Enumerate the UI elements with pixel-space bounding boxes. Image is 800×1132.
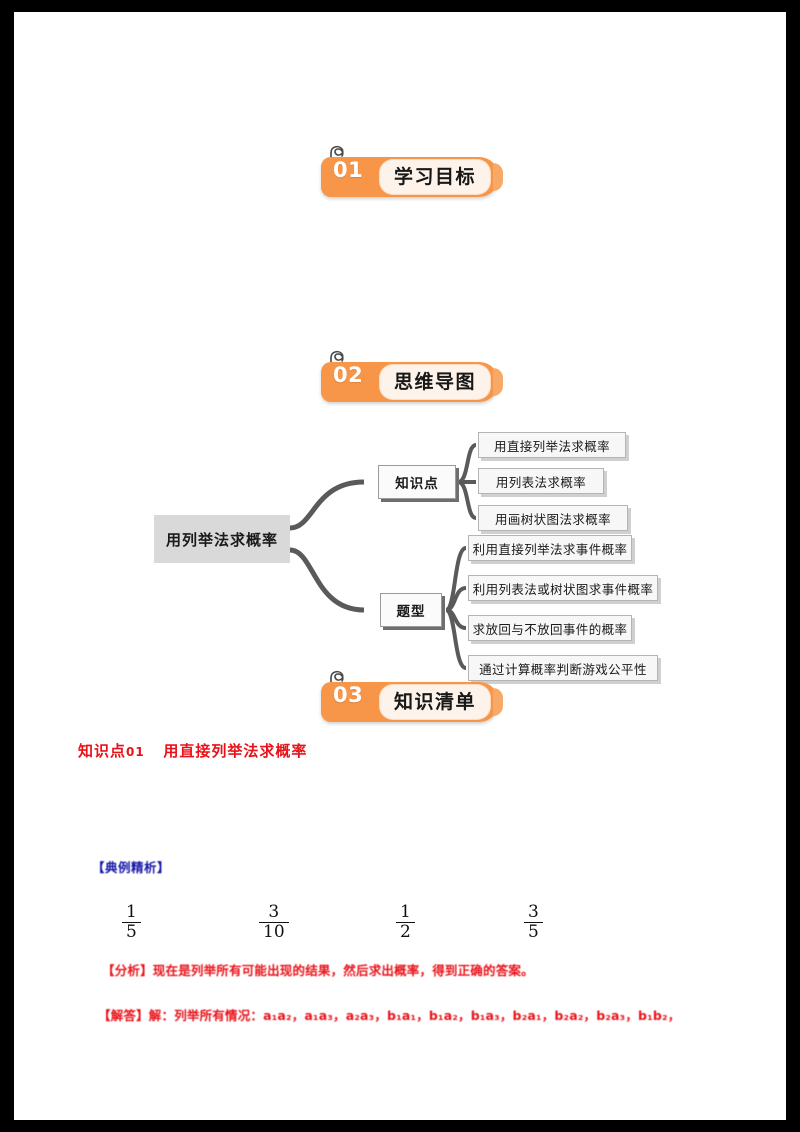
solution-line: 【解答】解：列举所有情况：a₁a₂，a₁a₃，a₂a₃，b₁a₁，b₁a₂，b₁… xyxy=(98,1008,681,1023)
answer-option-fraction[interactable]: 3 10 xyxy=(259,902,289,943)
mindmap-leaf[interactable]: 用画树状图法求概率 xyxy=(478,505,628,531)
knowledge-point-number: 01 xyxy=(126,745,145,759)
answer-option-fraction[interactable]: 1 2 xyxy=(396,902,415,943)
section-label-03: 知识清单 xyxy=(393,691,476,713)
fraction-denominator: 2 xyxy=(396,921,415,943)
section-label-02: 思维导图 xyxy=(393,371,476,393)
mindmap-leaf-label: 用直接列举法求概率 xyxy=(493,438,611,454)
answer-option-fraction[interactable]: 3 5 xyxy=(524,902,543,943)
mindmap-root-label: 用列举法求概率 xyxy=(165,530,278,549)
section-header-01: 01 学习目标 xyxy=(313,145,503,197)
section-label-01: 学习目标 xyxy=(393,166,476,188)
answer-options-row: 1 5 3 10 1 2 3 5 xyxy=(14,902,786,960)
fraction-numerator: 1 xyxy=(400,902,411,922)
section-number-02: 02 xyxy=(333,363,364,387)
mindmap-leaf[interactable]: 求放回与不放回事件的概率 xyxy=(468,615,632,641)
fraction-denominator: 5 xyxy=(524,921,543,943)
section-number-03: 03 xyxy=(333,683,364,707)
mindmap-leaf[interactable]: 利用列表法或树状图求事件概率 xyxy=(468,575,658,601)
mindmap-leaf-label: 求放回与不放回事件的概率 xyxy=(472,621,628,637)
section-header-02: 02 思维导图 xyxy=(313,350,503,402)
fraction-numerator: 1 xyxy=(126,902,137,922)
knowledge-point-name: 用直接列举法求概率 xyxy=(163,742,308,760)
mindmap-connectors xyxy=(289,443,477,670)
analysis-line: 【分析】现在是列举所有可能出现的结果，然后求出概率，得到正确的答案。 xyxy=(102,963,534,978)
mindmap: 用列举法求概率 知识点 题型 用直接列举法求概率 用列表法求概率 用画树状图法求… xyxy=(14,420,786,681)
section-plate-03: 知识清单 xyxy=(379,684,491,720)
mindmap-leaf-label: 通过计算概率判断游戏公平性 xyxy=(479,661,647,677)
mindmap-leaf-label: 用列表法求概率 xyxy=(495,474,587,490)
mindmap-root-node[interactable]: 用列举法求概率 xyxy=(154,515,290,563)
section-number-01: 01 xyxy=(333,158,364,182)
section-plate-02: 思维导图 xyxy=(379,364,491,400)
section-plate-01: 学习目标 xyxy=(379,159,491,195)
mindmap-leaf-label: 利用直接列举法求事件概率 xyxy=(472,541,628,557)
fraction-numerator: 3 xyxy=(268,902,280,922)
knowledge-point-title: 知识点01 用直接列举法求概率 xyxy=(78,740,307,761)
mindmap-leaf[interactable]: 用直接列举法求概率 xyxy=(478,432,626,458)
mindmap-branch-questiontype[interactable]: 题型 xyxy=(380,593,442,627)
example-subheading: 【典例精析】 xyxy=(92,860,171,875)
mindmap-leaf-label: 用画树状图法求概率 xyxy=(494,511,612,527)
mindmap-branch-label: 知识点 xyxy=(395,476,439,492)
knowledge-point-prefix: 知识点 xyxy=(78,742,127,760)
mindmap-leaf[interactable]: 利用直接列举法求事件概率 xyxy=(468,535,632,561)
fraction-denominator: 10 xyxy=(259,921,289,943)
mindmap-branch-label: 题型 xyxy=(396,604,426,620)
fraction-numerator: 3 xyxy=(528,902,539,922)
section-header-03: 03 知识清单 xyxy=(313,670,503,722)
answer-option-fraction[interactable]: 1 5 xyxy=(122,902,141,943)
fraction-denominator: 5 xyxy=(122,921,141,943)
document-sheet: 01 学习目标 02 思维导图 xyxy=(14,12,786,1120)
mindmap-leaf[interactable]: 通过计算概率判断游戏公平性 xyxy=(468,655,658,681)
mindmap-leaf-label: 利用列表法或树状图求事件概率 xyxy=(472,581,654,597)
mindmap-branch-knowledge[interactable]: 知识点 xyxy=(378,465,456,499)
mindmap-leaf[interactable]: 用列表法求概率 xyxy=(478,468,604,494)
